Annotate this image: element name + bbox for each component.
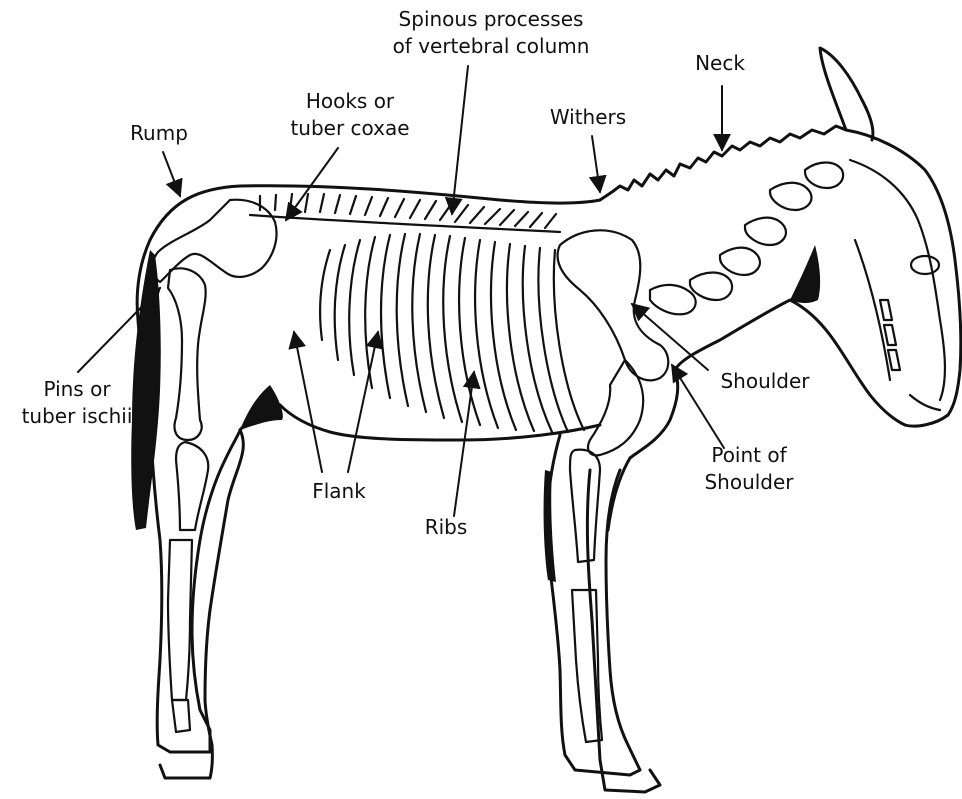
label-point-of-shoulder-line1: Point of bbox=[684, 442, 814, 469]
arrow-hooks bbox=[286, 148, 338, 220]
shadow-hind bbox=[240, 385, 283, 430]
label-neck-text: Neck bbox=[680, 50, 760, 77]
label-rump-text: Rump bbox=[114, 120, 204, 147]
label-neck: Neck bbox=[680, 50, 760, 77]
rib-cage bbox=[320, 234, 584, 432]
label-spinous-line1: Spinous processes bbox=[360, 6, 622, 33]
eye-icon bbox=[911, 256, 939, 274]
radius bbox=[570, 450, 600, 562]
label-flank: Flank bbox=[296, 478, 382, 505]
label-pins-line2: tuber ischii bbox=[2, 403, 152, 430]
label-withers-text: Withers bbox=[528, 104, 648, 131]
arrow-flank-2 bbox=[348, 332, 378, 472]
skull bbox=[850, 160, 945, 410]
label-ribs: Ribs bbox=[410, 514, 482, 541]
hind-cannon bbox=[168, 540, 192, 700]
label-ribs-text: Ribs bbox=[410, 514, 482, 541]
shadow-neck bbox=[790, 245, 820, 303]
label-hooks-line1: Hooks or bbox=[270, 88, 430, 115]
arrow-withers bbox=[592, 136, 600, 192]
humerus bbox=[588, 360, 643, 455]
label-pins: Pins or tuber ischii bbox=[2, 376, 152, 430]
label-point-of-shoulder-line2: Shoulder bbox=[684, 469, 814, 496]
label-withers: Withers bbox=[528, 104, 648, 131]
arrow-spinous bbox=[452, 66, 468, 214]
arrow-ribs bbox=[454, 372, 474, 516]
label-shoulder-text: Shoulder bbox=[700, 368, 830, 395]
shadow-front-leg bbox=[544, 470, 556, 582]
label-spinous-processes: Spinous processes of vertebral column bbox=[360, 6, 622, 60]
scapula bbox=[558, 230, 669, 380]
skeleton bbox=[152, 160, 945, 742]
label-hooks: Hooks or tuber coxae bbox=[270, 88, 430, 142]
femur bbox=[168, 268, 206, 440]
arrow-flank-1 bbox=[294, 332, 322, 472]
label-flank-text: Flank bbox=[296, 478, 382, 505]
label-point-of-shoulder: Point of Shoulder bbox=[684, 442, 814, 496]
label-rump: Rump bbox=[114, 120, 204, 147]
label-hooks-line2: tuber coxae bbox=[270, 115, 430, 142]
label-pins-line1: Pins or bbox=[2, 376, 152, 403]
arrow-rump bbox=[163, 152, 180, 196]
label-spinous-line2: of vertebral column bbox=[360, 33, 622, 60]
label-shoulder: Shoulder bbox=[700, 368, 830, 395]
